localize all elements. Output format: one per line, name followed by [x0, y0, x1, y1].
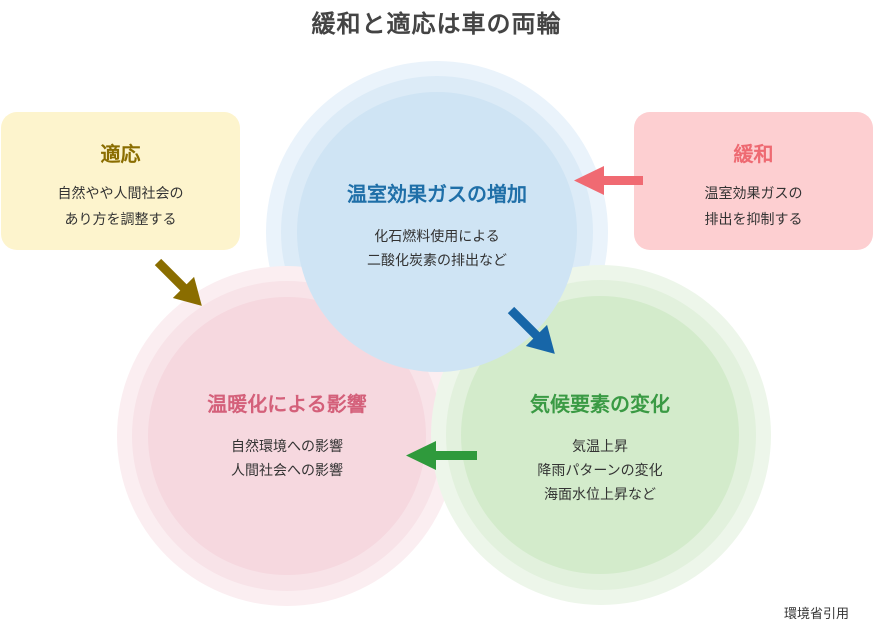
adaptation-heading: 適応 — [100, 142, 141, 166]
climate-body: 気温上昇 降雨パターンの変化 海面水位上昇など — [537, 439, 663, 503]
greenhouse-text: 温室効果ガスの増加 化石燃料使用による 二酸化炭素の排出など — [297, 178, 577, 273]
greenhouse-heading: 温室効果ガスの増加 — [347, 182, 527, 206]
climate-text: 気候要素の変化 気温上昇 降雨パターンの変化 海面水位上昇など — [461, 388, 739, 507]
climate-to-warming-arrow-icon — [406, 441, 477, 470]
mitigation-box: 緩和 温室効果ガスの 排出を抑制する — [634, 112, 873, 250]
greenhouse-to-climate-arrow-icon — [507, 306, 555, 354]
source-citation: 環境省引用 — [783, 607, 849, 622]
mitigation-body: 温室効果ガスの 排出を抑制する — [704, 186, 803, 228]
mitigation-arrow-icon — [574, 166, 643, 195]
adaptation-body: 自然やや人間社会の あり方を調整する — [57, 186, 184, 228]
climate-heading: 気候要素の変化 — [530, 392, 670, 416]
adaptation-box: 適応 自然やや人間社会の あり方を調整する — [1, 112, 240, 250]
warming-body: 自然環境への影響 人間社会への影響 — [231, 439, 343, 479]
warming-heading: 温暖化による影響 — [207, 392, 367, 416]
greenhouse-body: 化石燃料使用による 二酸化炭素の排出など — [367, 229, 507, 269]
page-title: 緩和と適応は車の両輪 — [311, 10, 562, 38]
mitigation-heading: 緩和 — [733, 142, 774, 166]
warming-text: 温暖化による影響 自然環境への影響 人間社会への影響 — [148, 388, 426, 483]
adaptation-arrow-icon — [154, 258, 202, 306]
